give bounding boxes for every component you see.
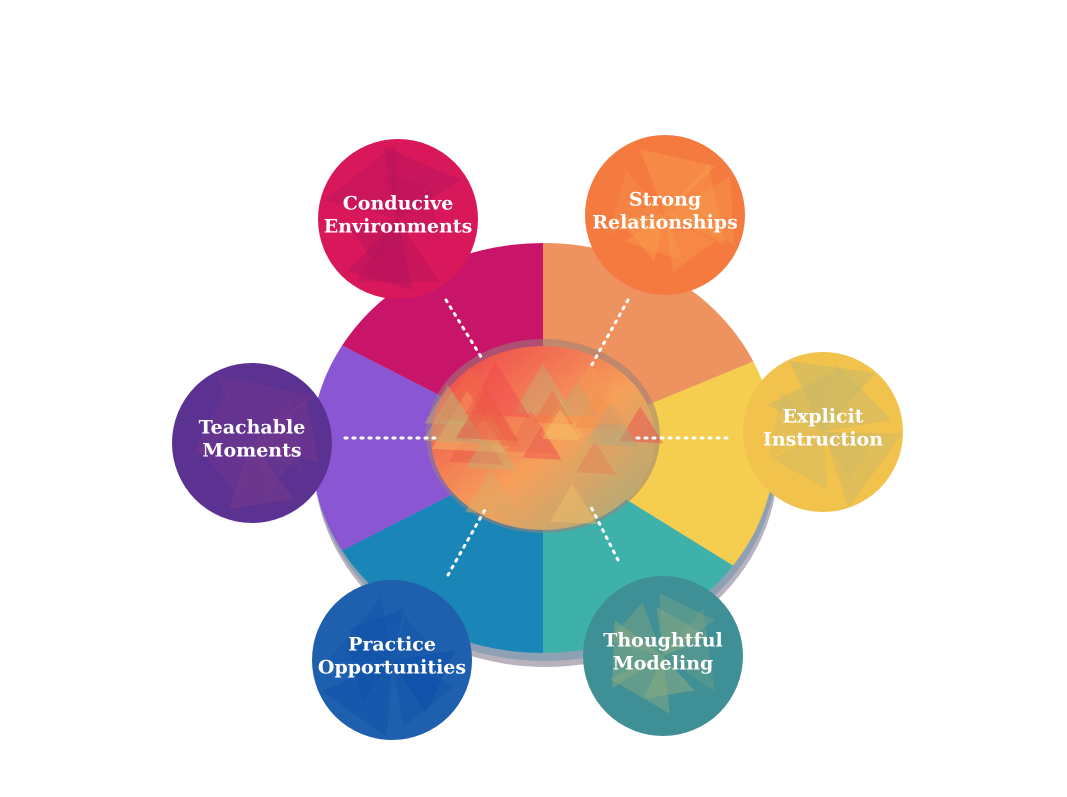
node-facet: [392, 616, 437, 660]
node-facet: [198, 443, 252, 496]
connector-dotted-line: [588, 298, 630, 370]
node-facet: [609, 656, 670, 714]
node-facet: [665, 176, 735, 246]
node-facet: [228, 443, 294, 510]
node-label-line: Conducive: [343, 193, 454, 215]
node-facet: [252, 398, 303, 473]
node-label-line: Instruction: [763, 429, 883, 451]
node-label-line: Strong: [629, 189, 701, 211]
node-label-line: Practice: [348, 634, 436, 656]
node-facet: [191, 387, 252, 457]
node-facet: [252, 398, 320, 464]
node-facet: [643, 656, 695, 699]
node-facet: [609, 170, 665, 235]
node-circle: [585, 135, 745, 295]
node-facet: [349, 219, 398, 263]
node-facet: [215, 374, 315, 443]
node-label-line: Thoughtful: [603, 630, 723, 652]
node-facet: [612, 620, 663, 689]
node-facet: [607, 602, 663, 656]
node-facet: [656, 606, 709, 656]
node-facet: [823, 364, 892, 432]
node-facet: [618, 215, 665, 261]
connectors: [343, 298, 729, 577]
node-facet: [383, 146, 461, 219]
node-facet: [392, 650, 456, 715]
node-facet: [823, 432, 903, 508]
node-facet: [322, 660, 392, 737]
node-facet: [823, 432, 878, 481]
node-label-line: Modeling: [613, 653, 714, 675]
node-facet: [348, 608, 405, 660]
wheel-segment: [543, 361, 775, 566]
connector-dotted-line: [446, 506, 488, 577]
node-label-line: Opportunities: [318, 657, 466, 679]
connector-dotted-line: [588, 503, 620, 562]
node-facet: [623, 215, 683, 261]
node-facet: [327, 596, 392, 662]
node-facet: [663, 608, 715, 692]
node-facet: [665, 215, 716, 272]
node-label-line: Explicit: [782, 406, 863, 428]
node-facet: [346, 638, 392, 701]
node-label-line: Moments: [202, 440, 301, 462]
node-facet: [325, 143, 398, 219]
node-facet: [659, 593, 715, 656]
node-label-line: Environments: [324, 216, 473, 238]
node-facet: [347, 219, 413, 290]
brain-icon: [422, 339, 664, 533]
node-facet: [639, 149, 716, 215]
node-facet: [771, 432, 828, 490]
node-facet: [665, 164, 725, 246]
node-facet: [789, 360, 876, 432]
node-label-line: Teachable: [199, 417, 306, 439]
connector-dotted-line: [444, 298, 485, 362]
node-label-line: Relationships: [592, 212, 738, 234]
node-facet: [398, 187, 440, 239]
